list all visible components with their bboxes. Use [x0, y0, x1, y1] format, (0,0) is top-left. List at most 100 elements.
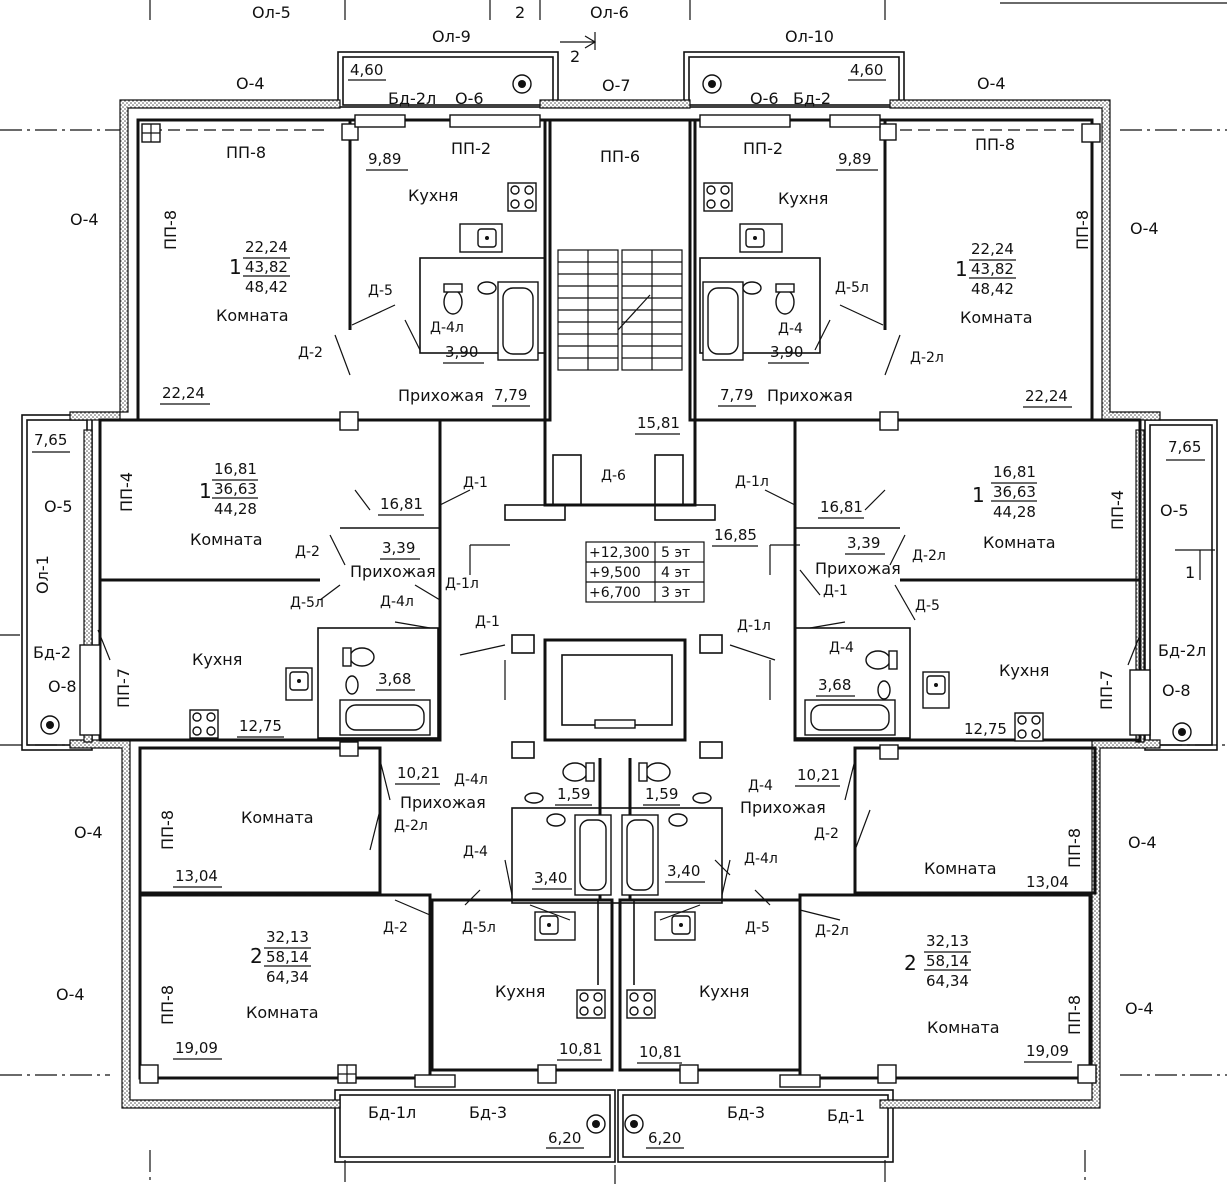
door-label: Д-4л	[430, 320, 464, 336]
level-floor: 3 эт	[661, 585, 690, 601]
sink-icon	[285, 667, 313, 701]
room-area: 13,04	[175, 867, 218, 885]
door-label: Д-4л	[744, 851, 778, 867]
section-mark-2: 2	[570, 47, 580, 66]
bathtub-icon	[339, 699, 431, 736]
door-label: Д-2	[298, 345, 323, 361]
door-label: Д-1л	[735, 474, 769, 490]
apartment-summary-ml: 1 16,81 36,63 44,28	[199, 460, 258, 518]
window-label: О-5	[44, 497, 73, 516]
bathtub-icon	[804, 699, 896, 736]
sink-icon	[534, 911, 576, 941]
door-label: Д-5	[915, 598, 940, 614]
washbasin-icon	[345, 675, 359, 695]
balcony-area-bl: 6,20	[548, 1129, 581, 1147]
room-name: Кухня	[495, 982, 545, 1001]
section-mark-1: 1	[1185, 563, 1195, 582]
sink-icon	[459, 223, 503, 253]
washbasin-icon	[546, 813, 566, 827]
sink-icon	[739, 223, 783, 253]
window-label: О-5	[1160, 501, 1189, 520]
label-ol5: Ол-5	[252, 3, 291, 22]
room-name: Комната	[241, 808, 314, 827]
door-label: Д-4л	[454, 772, 488, 788]
washbasin-icon	[668, 813, 688, 827]
balcony-door-label: Бд-2л	[1158, 641, 1206, 660]
room-area: 12,75	[964, 720, 1007, 738]
room-name: Прихожая	[398, 386, 484, 405]
room-area: 19,09	[1026, 1042, 1069, 1060]
door-label: Д-4	[463, 844, 488, 860]
washbasin-icon	[477, 281, 497, 295]
slab-label: ПП-8	[158, 985, 177, 1025]
apartment-summary-tr: 1 22,24 43,82 48,42	[955, 240, 1016, 298]
balcony-bottom-right	[617, 1089, 894, 1163]
balcony-area-tl: 4,60	[350, 61, 383, 79]
svg-text:1: 1	[199, 479, 212, 503]
slab-labels: ПП-8 ПП-2 ПП-6 ПП-2 ПП-8 ПП-8 ПП-8 ПП-4 …	[33, 135, 1127, 1035]
room-name: Комната	[216, 306, 289, 325]
room-area: 16,81	[380, 495, 423, 513]
balcony-door-label: Бд-1л	[368, 1103, 416, 1122]
door-label: Д-5л	[290, 595, 324, 611]
window-label: О-4	[56, 985, 85, 1004]
svg-text:58,14: 58,14	[926, 952, 969, 970]
room-name: Комната	[983, 533, 1056, 552]
svg-text:43,82: 43,82	[245, 258, 288, 276]
svg-text:16,81: 16,81	[214, 460, 257, 478]
window-label: О-4	[1125, 999, 1154, 1018]
apartment-summary-br: 2 32,13 58,14 64,34	[904, 932, 971, 990]
slab-label: ПП-8	[1073, 210, 1092, 250]
room-name: Кухня	[778, 189, 828, 208]
svg-text:16,81: 16,81	[993, 463, 1036, 481]
svg-text:1: 1	[972, 483, 985, 507]
apartment-summaries: 1 22,24 43,82 48,42 1 22,24 43,82 48,42 …	[199, 238, 1037, 990]
sink-icon	[922, 671, 950, 709]
room-name: Комната	[246, 1003, 319, 1022]
room-area: 3,68	[378, 670, 411, 688]
top-labels: Ол-5 2 Ол-6 Ол-9 Ол-10 2 1	[252, 3, 1215, 582]
room-area: 10,81	[559, 1040, 602, 1058]
door-label: Д-4л	[380, 594, 414, 610]
balcony-area-tr: 4,60	[850, 61, 883, 79]
balcony-door-labels: Бд-2л Бд-2 Бд-2 Бд-2л Бд-1л Бд-3 Бд-3 Бд…	[33, 89, 1206, 1125]
level-value: +12,300	[589, 545, 650, 561]
slab-label: ПП-4	[1108, 490, 1127, 530]
slab-label: ПП-8	[161, 210, 180, 250]
stove-icon	[507, 182, 537, 212]
room-name: Комната	[927, 1018, 1000, 1037]
slab-label: ПП-7	[114, 668, 133, 708]
room-area: 10,21	[797, 766, 840, 784]
balcony-door-label: Бд-2	[793, 89, 831, 108]
room-area: 1,59	[645, 785, 678, 803]
room-name: Прихожая	[815, 559, 901, 578]
washbasin-icon	[742, 281, 762, 295]
door-label: Д-4	[748, 778, 773, 794]
window-label: О-4	[1130, 219, 1159, 238]
room-area: 16,81	[820, 498, 863, 516]
room-name: Прихожая	[350, 562, 436, 581]
door-label: Д-2	[814, 826, 839, 842]
svg-text:58,14: 58,14	[266, 948, 309, 966]
slab-label: ПП-8	[1065, 828, 1084, 868]
room-name: Кухня	[408, 186, 458, 205]
door-label: Д-5	[745, 920, 770, 936]
room-area: 9,89	[838, 150, 871, 168]
balcony-top-right	[683, 51, 905, 108]
label-ol9: Ол-9	[432, 27, 471, 46]
room-name: Прихожая	[400, 793, 486, 812]
balcony-area-right: 7,65	[1168, 438, 1201, 456]
window-labels: О-4 О-6 О-7 О-6 О-4 О-4 О-4 О-5 О-5 О-8 …	[44, 74, 1191, 1018]
slab-label: ПП-8	[158, 810, 177, 850]
toilet-icon	[775, 283, 795, 315]
door-label: Д-1л	[737, 618, 771, 634]
window-label: О-4	[74, 823, 103, 842]
room-area: 12,75	[239, 717, 282, 735]
bathtub-icon	[574, 814, 612, 896]
svg-text:32,13: 32,13	[926, 932, 969, 950]
balcony-bottom-left	[334, 1089, 616, 1163]
balconies: 4,60 4,60 7,65 7,65 6,20 6,20	[21, 51, 1218, 1163]
toilet-icon	[865, 650, 898, 670]
stove-icon	[576, 989, 606, 1019]
room-area: 3,68	[818, 676, 851, 694]
